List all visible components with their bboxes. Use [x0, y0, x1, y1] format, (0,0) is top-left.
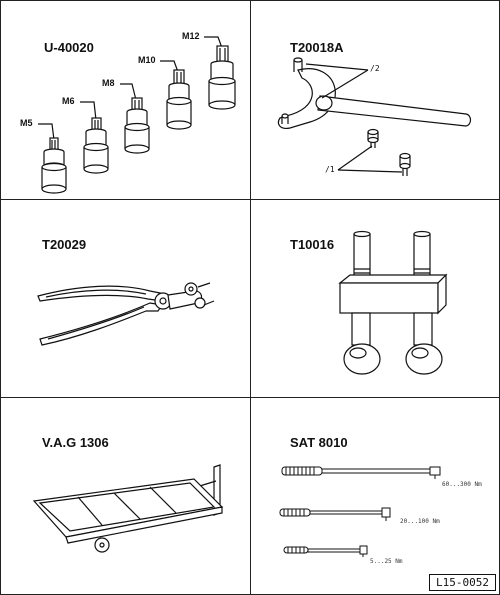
torque-wrench-small [283, 545, 368, 557]
tool-title-t20029: T20029 [42, 237, 87, 252]
size-label-m10: M10 [138, 55, 156, 65]
torque-wrench-large [281, 466, 441, 479]
loose-pin-b [399, 152, 411, 176]
tool-title-t20018a: T20018A [290, 40, 344, 55]
size-label-m12: M12 [182, 31, 200, 41]
tool-title-vag1306: V.A.G 1306 [42, 435, 109, 450]
torque-wrenches-drawing [279, 466, 441, 557]
tool-title-u40020: U-40020 [44, 40, 94, 55]
figure-code: L15-0052 [429, 574, 496, 591]
socket-m5 [41, 137, 67, 194]
range-label-small: 5...25 Nm [370, 558, 403, 565]
hose-clip-pliers-drawing [37, 282, 215, 346]
socket-m6 [83, 117, 109, 174]
size-label-m5: M5 [20, 118, 33, 128]
cell-t20018a [250, 0, 500, 200]
callout-2: /2 [370, 64, 380, 73]
socket-m8 [124, 97, 150, 154]
callout-1: /1 [325, 165, 335, 174]
bit-sockets-drawing [38, 36, 236, 194]
holding-fixture-drawing [338, 230, 448, 375]
range-label-large: 60...300 Nm [442, 481, 482, 488]
torque-wrench-medium [279, 507, 391, 521]
size-label-m8: M8 [102, 78, 115, 88]
tool-title-sat8010: SAT 8010 [290, 435, 348, 450]
socket-m10 [166, 69, 192, 130]
pin-spanner-drawing [277, 57, 472, 176]
drip-tray-drawing [32, 464, 224, 553]
cell-sat8010 [250, 397, 500, 595]
size-label-m6: M6 [62, 96, 75, 106]
loose-pin-a [367, 128, 379, 148]
socket-m12 [208, 45, 236, 110]
range-label-medium: 20...100 Nm [400, 518, 440, 525]
tool-title-t10016: T10016 [290, 237, 335, 252]
